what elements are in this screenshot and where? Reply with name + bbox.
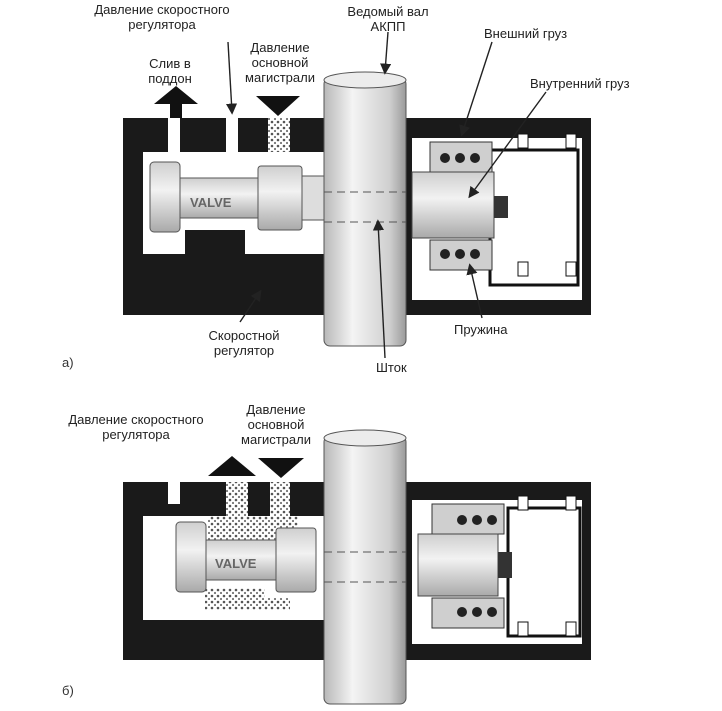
label-inner-weight: Внутренний груз — [530, 76, 630, 91]
valve-spool-land-right — [257, 165, 303, 231]
label-drain-line1: Слив в — [149, 56, 191, 71]
label-governor: Скоростной регулятор — [196, 328, 292, 358]
label-line-pressure-a-line1: Давление — [250, 40, 310, 55]
valve-label-b: VALVE — [215, 556, 257, 571]
inner-weight-b — [417, 533, 499, 597]
output-shaft-end-b — [323, 429, 407, 447]
weight-cavity-right-b — [506, 506, 582, 638]
label-line-pressure-b-line2: основной — [247, 417, 305, 432]
valve-spool-stem-b — [205, 539, 287, 581]
panel-b: VALVE — [123, 429, 591, 705]
valve-end-cap — [301, 175, 325, 221]
label-governor-pressure-b: Давление скоростного регулятора — [46, 412, 226, 442]
cavity-slot-br-b — [565, 621, 577, 637]
valve-spool-stem — [179, 177, 261, 219]
governor-pressure-arrow-b — [208, 456, 256, 476]
output-shaft-end — [323, 71, 407, 89]
output-shaft-b — [323, 435, 407, 705]
valve-spool-land-left-b — [175, 521, 207, 593]
outer-weight-bottom — [429, 239, 493, 271]
label-spring: Пружина — [454, 322, 508, 337]
panel-a: VALVE — [123, 31, 591, 359]
drain-port-b — [168, 482, 180, 504]
inner-weight-stop — [494, 196, 508, 218]
label-line-pressure-b: Давление основной магистрали — [226, 402, 326, 447]
label-governor-pressure-a-line1: Давление скоростного — [94, 2, 230, 17]
label-outer-weight: Внешний груз — [484, 26, 568, 41]
valve-spool-land-right-b — [275, 527, 317, 593]
inner-weight — [411, 171, 495, 239]
valve-bore-recess — [185, 230, 245, 254]
drain-port — [168, 118, 180, 156]
label-line-pressure-b-line1: Давление — [246, 402, 306, 417]
cavity-slot-bm-b — [517, 621, 529, 637]
label-line-pressure-a: Давление основной магистрали — [232, 40, 328, 85]
cavity-slot-tm — [517, 133, 529, 149]
label-line-pressure-b-line3: магистрали — [241, 432, 311, 447]
label-drain-line2: поддон — [148, 71, 192, 86]
label-governor-pressure-b-line1: Давление скоростного — [68, 412, 204, 427]
inner-weight-stop-b — [498, 552, 512, 578]
cavity-slot-tm-b — [517, 495, 529, 511]
cavity-slot-bm — [517, 261, 529, 277]
label-governor-line2: регулятор — [213, 343, 275, 358]
drain-arrow — [154, 86, 198, 104]
label-governor-pressure-a: Давление скоростного регулятора — [62, 2, 262, 32]
valve-exhaust-slot — [268, 232, 298, 242]
label-line-pressure-a-line3: магистрали — [245, 70, 315, 85]
label-drain-to-pan: Слив в поддон — [130, 56, 210, 86]
label-stem: Шток — [376, 360, 407, 375]
panel-b-letter: б) — [62, 683, 74, 698]
spring-coils-top-b — [457, 515, 497, 525]
valve-label: VALVE — [190, 195, 232, 210]
label-governor-line1: Скоростной — [208, 328, 280, 343]
label-output-shaft: Ведомый вал АКПП — [340, 4, 436, 34]
leader-lines — [225, 31, 547, 359]
label-governor-pressure-b-line2: регулятора — [102, 427, 170, 442]
cavity-slot-tr-b — [565, 495, 577, 511]
spring-coils-top — [440, 153, 480, 163]
line-pressure-arrow-b — [258, 458, 304, 478]
label-output-shaft-line2: АКПП — [370, 19, 406, 34]
governor-pressure-port — [226, 118, 238, 156]
fluid-bottom-b — [205, 588, 290, 610]
cavity-slot-tr — [565, 133, 577, 149]
spring-coils-bottom — [440, 249, 480, 259]
valve-spool-land-left — [149, 161, 181, 233]
drain-arrow-stem — [170, 104, 182, 118]
label-governor-pressure-a-line2: регулятора — [128, 17, 196, 32]
output-shaft — [323, 77, 407, 347]
line-pressure-arrow — [256, 96, 300, 116]
spring-coils-bottom-b — [457, 607, 497, 617]
cavity-slot-br — [565, 261, 577, 277]
label-line-pressure-a-line2: основной — [251, 55, 309, 70]
label-output-shaft-line1: Ведомый вал — [347, 4, 429, 19]
panel-a-letter: а) — [62, 355, 74, 370]
